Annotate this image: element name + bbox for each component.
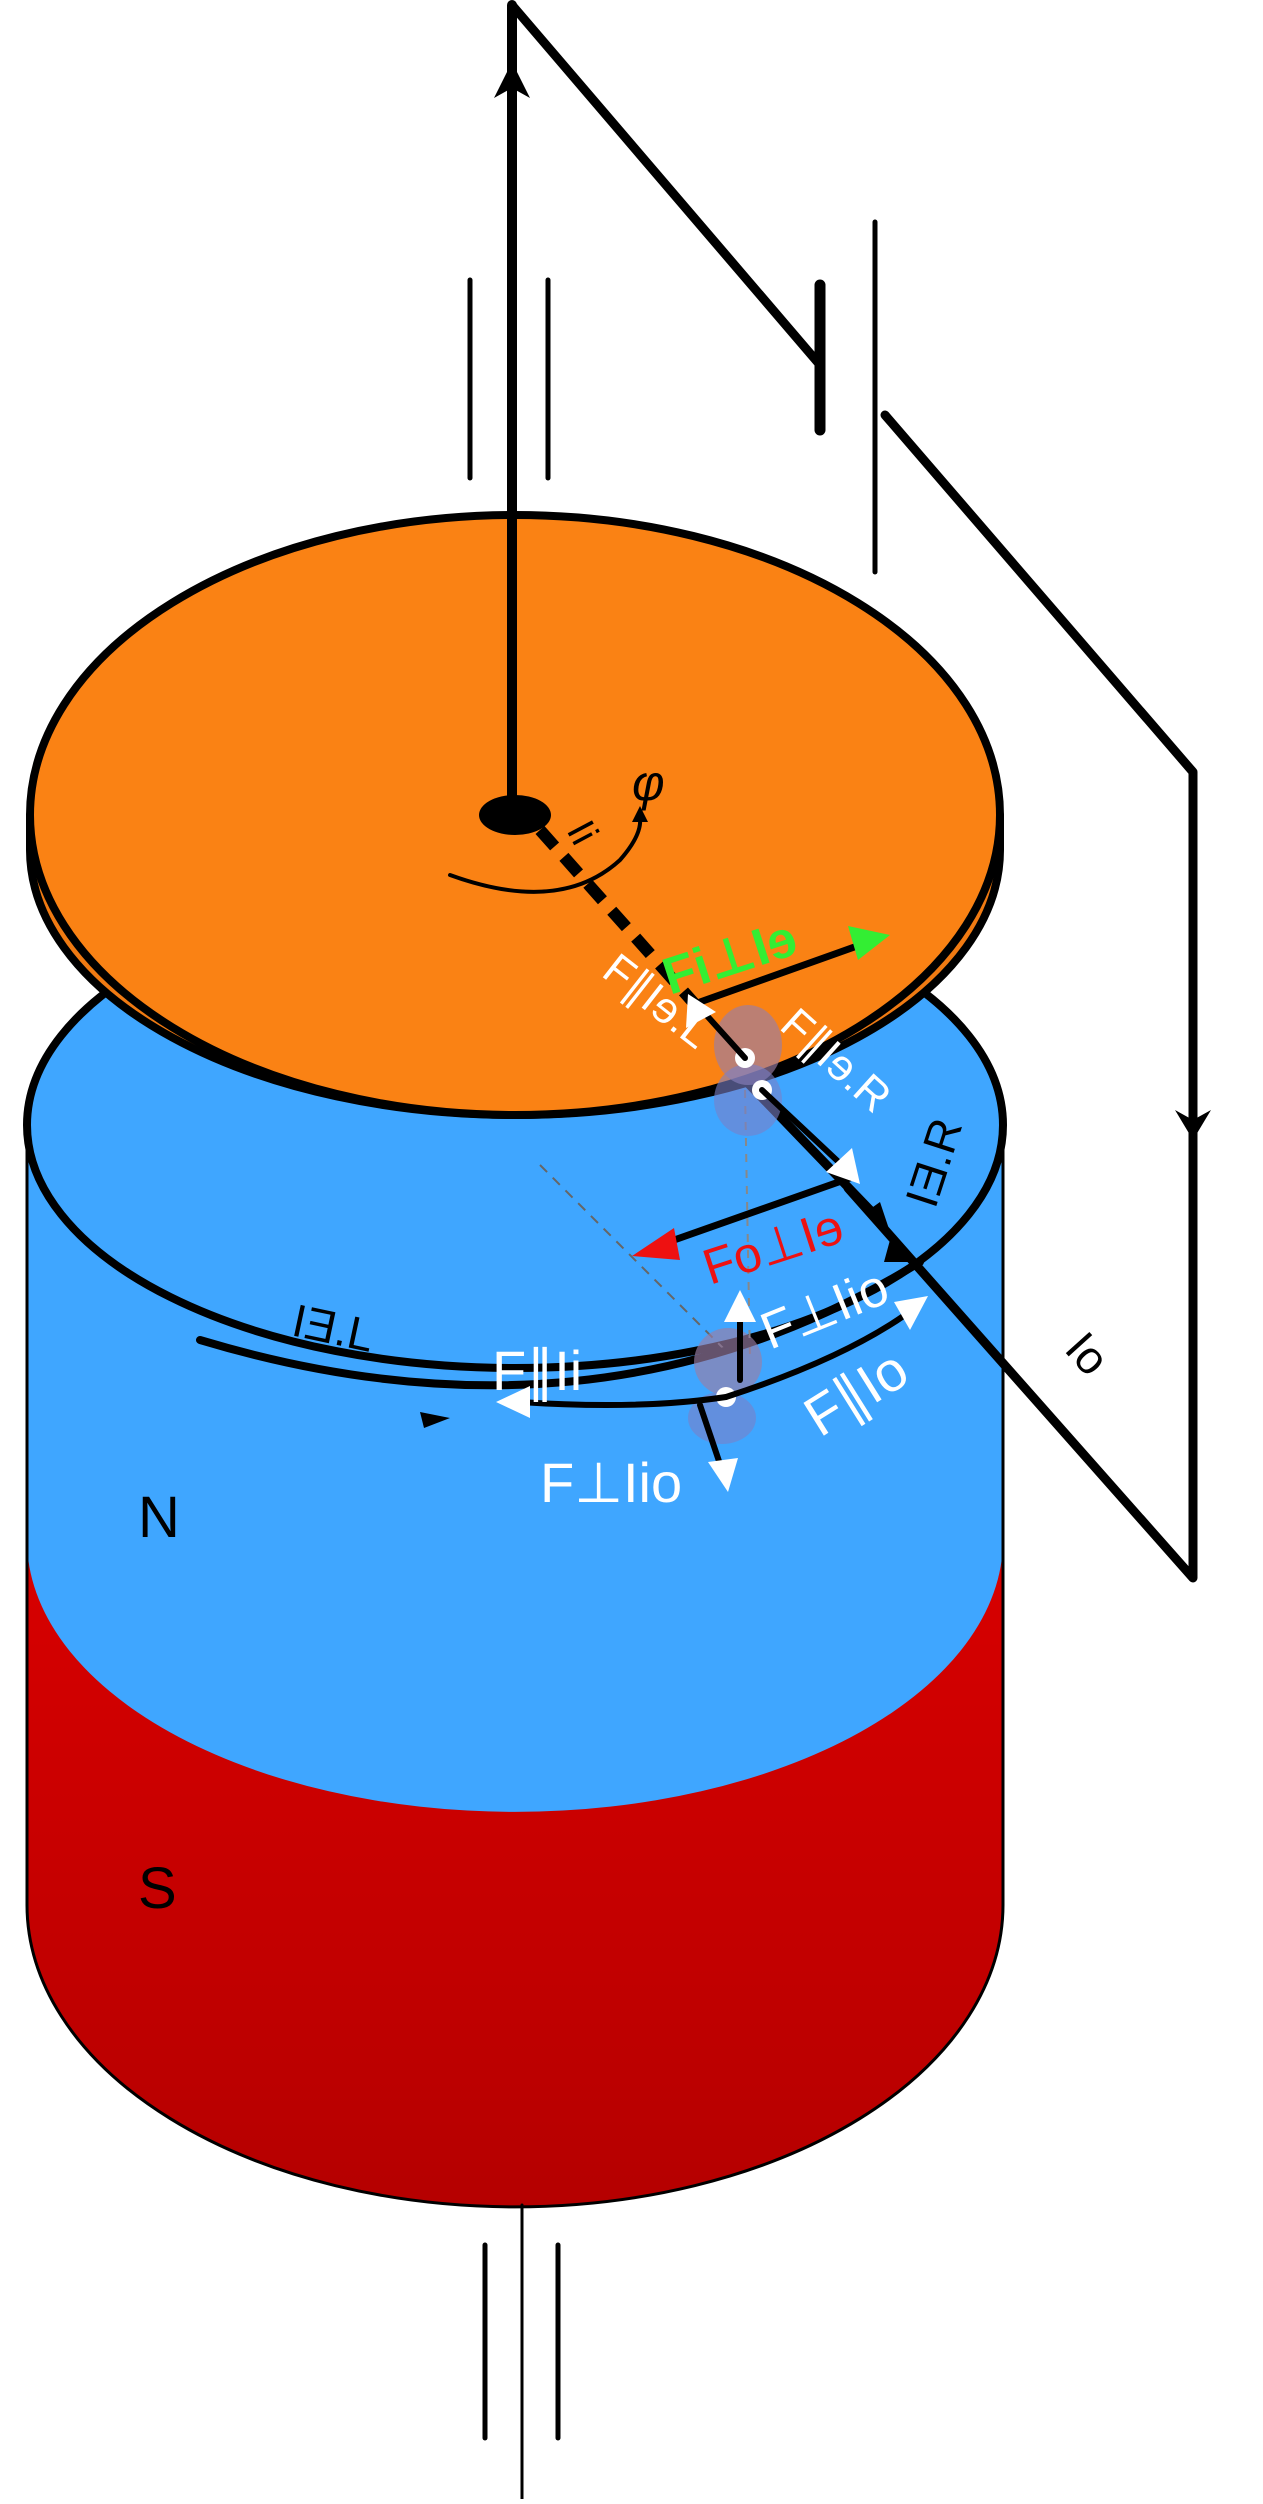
- arrowhead-icon: [632, 806, 648, 822]
- arrowhead-icon: [686, 994, 716, 1028]
- contact-zones: [688, 1005, 782, 1444]
- angle-arc: [448, 816, 643, 894]
- arrowhead-icon: [494, 62, 530, 98]
- radius-line: [535, 826, 705, 1014]
- force-arrow-red: [656, 1174, 854, 1249]
- force-arrows: [496, 926, 928, 1492]
- wire-to-battery: [507, 0, 825, 370]
- outer-current-label: Io: [1056, 1322, 1120, 1385]
- south-label: S: [138, 1856, 177, 1921]
- force-arrow-white: [759, 1087, 848, 1171]
- current-loop-arc: [196, 1258, 924, 1390]
- arrowhead-icon: [826, 1148, 860, 1184]
- contact-zone-upper: [714, 1005, 782, 1085]
- force-par-ii-label: F∥Ii: [492, 1339, 582, 1402]
- force-arrow-green: [696, 941, 864, 1006]
- guide-line: [539, 1164, 726, 1351]
- arrowhead-icon: [420, 1412, 450, 1428]
- arrowhead-icon: [848, 926, 890, 960]
- north-label: N: [138, 1485, 180, 1550]
- arrowhead-icon: [724, 1290, 756, 1322]
- arrowhead-icon: [1175, 1110, 1211, 1140]
- arrowhead-icon: [708, 1458, 738, 1492]
- contact-zone-lower: [694, 1328, 762, 1396]
- axle-hub: [479, 795, 551, 835]
- magnet-outline: [25, 1123, 1005, 2209]
- circuit: [448, 0, 1211, 2501]
- arrowhead-icon: [496, 1386, 530, 1418]
- force-arrow-white: [517, 1394, 729, 1409]
- wire-from-battery: [843, 410, 1198, 1583]
- arrowhead-icon: [632, 1228, 680, 1260]
- force-arrow-white: [697, 1402, 725, 1473]
- arrowhead-icon: [866, 1202, 890, 1232]
- angle-label: φ: [632, 755, 665, 811]
- arrowhead-icon: [894, 1296, 928, 1330]
- force-arrow-white: [723, 1312, 908, 1400]
- force-perp-iio-lower-label: F⊥Iio: [540, 1451, 682, 1514]
- contact-zone-lower-2: [688, 1392, 756, 1444]
